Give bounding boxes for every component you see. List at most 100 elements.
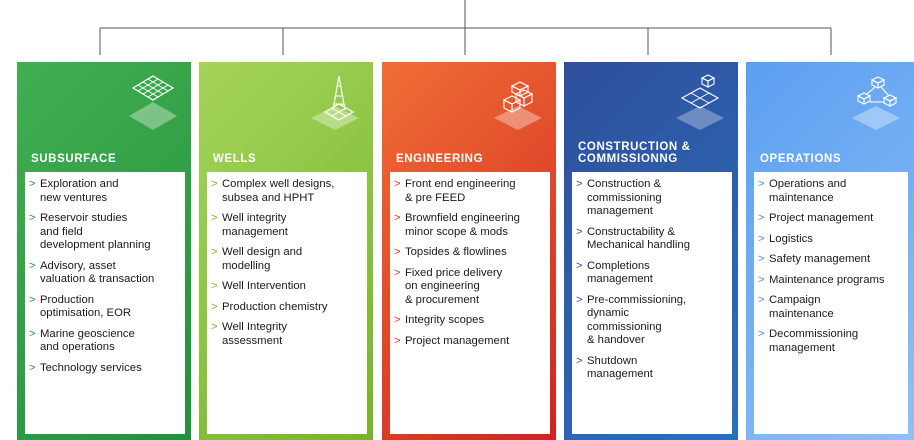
card-title: CONSTRUCTION & COMMISSIONNG bbox=[578, 141, 691, 165]
bullet-chevron-icon: > bbox=[758, 328, 765, 340]
bullet-chevron-icon: > bbox=[758, 294, 765, 306]
list-item: > Maintenance programs bbox=[758, 274, 904, 288]
list-item: >Fixed price delivery on engineering & p… bbox=[394, 267, 546, 308]
bullet-chevron-icon: > bbox=[29, 361, 36, 374]
list-item-text: Project management bbox=[769, 212, 874, 224]
list-item: > Marine geoscience and operations bbox=[29, 328, 181, 355]
bullet-chevron-icon: > bbox=[394, 334, 401, 347]
bullet-chevron-icon: > bbox=[394, 314, 401, 326]
card-title: SUBSURFACE bbox=[31, 153, 117, 165]
card-engineering: ENGINEERING >Front end engineering & pre… bbox=[382, 62, 556, 440]
list-item-text: Integrity scopes bbox=[405, 314, 485, 326]
list-item-text: Decommissioning management bbox=[769, 328, 859, 354]
list-item: >Constructability & Mechanical handling bbox=[576, 226, 728, 253]
bullet-chevron-icon: > bbox=[29, 178, 36, 190]
bullet-chevron-icon: > bbox=[576, 259, 583, 272]
list-item-text: Completions management bbox=[587, 259, 653, 286]
list-item-text: Well Intervention bbox=[222, 280, 306, 292]
list-item: > Well Integrity assessment bbox=[211, 321, 363, 348]
bullet-chevron-icon: > bbox=[211, 300, 218, 313]
list-item-text: Technology services bbox=[40, 361, 142, 374]
list-item-text: Shutdown management bbox=[587, 354, 653, 381]
card-header: CONSTRUCTION & COMMISSIONNG bbox=[572, 62, 732, 172]
list-item-text: Production chemistry bbox=[222, 300, 328, 313]
bullet-chevron-icon: > bbox=[394, 178, 401, 190]
list-item: > Project management bbox=[758, 212, 904, 226]
list-item-text: Maintenance programs bbox=[769, 273, 885, 286]
list-item: >Front end engineering & pre FEED bbox=[394, 178, 546, 205]
list-item: > Campaign maintenance bbox=[758, 294, 904, 321]
list-item: > Pre-commissioning, dynamic commissionin… bbox=[576, 294, 728, 348]
list-item-text: Logistics bbox=[769, 232, 813, 245]
list-item: > Exploration and new ventures bbox=[29, 178, 181, 205]
list-item: > Project management bbox=[394, 335, 546, 349]
card-title: OPERATIONS bbox=[760, 153, 842, 165]
list-item-text: Brownfield engineering minor scope & mod… bbox=[405, 212, 520, 238]
list-item-text: Constructability & Mechanical handling bbox=[587, 225, 690, 252]
list-item: > Well Intervention bbox=[211, 280, 363, 294]
bullet-chevron-icon: > bbox=[29, 259, 36, 272]
bullet-chevron-icon: > bbox=[394, 266, 401, 279]
list-item: >Shutdown management bbox=[576, 355, 728, 382]
list-item-text: Well Integrity assessment bbox=[222, 321, 288, 347]
card-list: > Operations and maintenance > Project mana… bbox=[754, 172, 908, 434]
card-header: SUBSURFACE bbox=[25, 62, 185, 172]
card-header: WELLS bbox=[207, 62, 367, 172]
bullet-chevron-icon: > bbox=[758, 178, 765, 190]
list-item-text: Topsides & flowlines bbox=[405, 246, 507, 258]
list-item-text: Pre-commissioning, dynamic commissioning… bbox=[587, 293, 687, 347]
bullet-chevron-icon: > bbox=[758, 273, 765, 286]
card-list: >Complex well designs, subsea and HPHT>W… bbox=[207, 172, 367, 434]
bullet-chevron-icon: > bbox=[211, 212, 218, 224]
bullet-chevron-icon: > bbox=[29, 212, 36, 224]
list-item-text: Marine geoscience and operations bbox=[40, 327, 135, 354]
list-item-text: Campaign maintenance bbox=[769, 294, 834, 320]
list-item: > Reservoir studies and field development… bbox=[29, 212, 181, 253]
drilling-rig-icon bbox=[311, 75, 359, 130]
card-list: > Exploration and new ventures > Reservoir … bbox=[25, 172, 185, 434]
bullet-chevron-icon: > bbox=[576, 293, 583, 306]
hierarchy-connectors bbox=[99, 0, 832, 55]
list-item-text: Project management bbox=[405, 334, 510, 347]
bullet-chevron-icon: > bbox=[211, 178, 218, 190]
bullet-chevron-icon: > bbox=[758, 253, 765, 265]
list-item-text: Operations and maintenance bbox=[769, 178, 847, 204]
card-wells: WELLS >Complex well designs, subsea and … bbox=[199, 62, 373, 440]
bullet-chevron-icon: > bbox=[29, 293, 36, 306]
blocks-stack-icon bbox=[494, 81, 542, 130]
list-item: >Topsides & flowlines bbox=[394, 246, 546, 260]
list-item-text: Safety management bbox=[769, 253, 871, 265]
card-header: ENGINEERING bbox=[390, 62, 550, 172]
list-item-text: Exploration and new ventures bbox=[40, 178, 119, 204]
card-subsurface: SUBSURFACE > Exploration and new ventures… bbox=[17, 62, 191, 440]
list-item: >Construction & commissioning management bbox=[576, 178, 728, 219]
list-item: > Completions management bbox=[576, 260, 728, 287]
bullet-chevron-icon: > bbox=[758, 212, 765, 224]
list-item: > Decommissioning management bbox=[758, 328, 904, 355]
card-header: OPERATIONS bbox=[754, 62, 908, 172]
list-item: > Technology services bbox=[29, 362, 181, 376]
list-item: > Integrity scopes bbox=[394, 314, 546, 328]
list-item: > Production optimisation, EOR bbox=[29, 294, 181, 321]
grid-layers-icon bbox=[129, 75, 177, 130]
card-list: >Construction & commissioning management… bbox=[572, 172, 732, 434]
bullet-chevron-icon: > bbox=[394, 212, 401, 224]
list-item-text: Production optimisation, EOR bbox=[40, 293, 132, 320]
bullet-chevron-icon: > bbox=[211, 246, 218, 258]
bullet-chevron-icon: > bbox=[211, 321, 218, 333]
list-item-text: Well design and modelling bbox=[222, 246, 303, 272]
list-item: > Well integrity management bbox=[211, 212, 363, 239]
card-operations: OPERATIONS > Operations and maintenance > P… bbox=[746, 62, 914, 440]
list-item-text: Advisory, asset valuation & transaction bbox=[40, 259, 155, 286]
bullet-chevron-icon: > bbox=[29, 327, 36, 340]
network-nodes-icon bbox=[852, 76, 900, 130]
bullet-chevron-icon: > bbox=[576, 178, 583, 190]
list-item-text: Well integrity management bbox=[222, 212, 288, 238]
list-item: > Logistics bbox=[758, 233, 904, 247]
list-item-text: Reservoir studies and field development … bbox=[40, 212, 151, 251]
bullet-chevron-icon: > bbox=[758, 232, 765, 245]
list-item: > Operations and maintenance bbox=[758, 178, 904, 205]
list-item: > Safety management bbox=[758, 253, 904, 267]
modules-icon bbox=[676, 74, 724, 130]
bullet-chevron-icon: > bbox=[211, 280, 218, 292]
